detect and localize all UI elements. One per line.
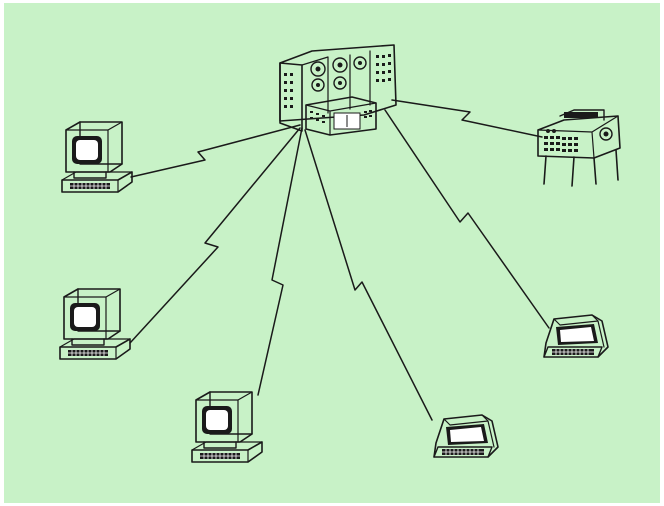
link-terminal-1 [130, 124, 301, 178]
link-printer-console [391, 99, 543, 138]
printer-console-icon [537, 109, 621, 187]
link-terminal-5 [384, 109, 550, 329]
link-terminal-2 [129, 127, 301, 344]
mainframe-icon [279, 44, 397, 136]
link-terminal-4 [304, 129, 433, 421]
diagram-background [4, 3, 660, 503]
link-terminal-3 [257, 127, 303, 396]
network-links [129, 99, 550, 421]
